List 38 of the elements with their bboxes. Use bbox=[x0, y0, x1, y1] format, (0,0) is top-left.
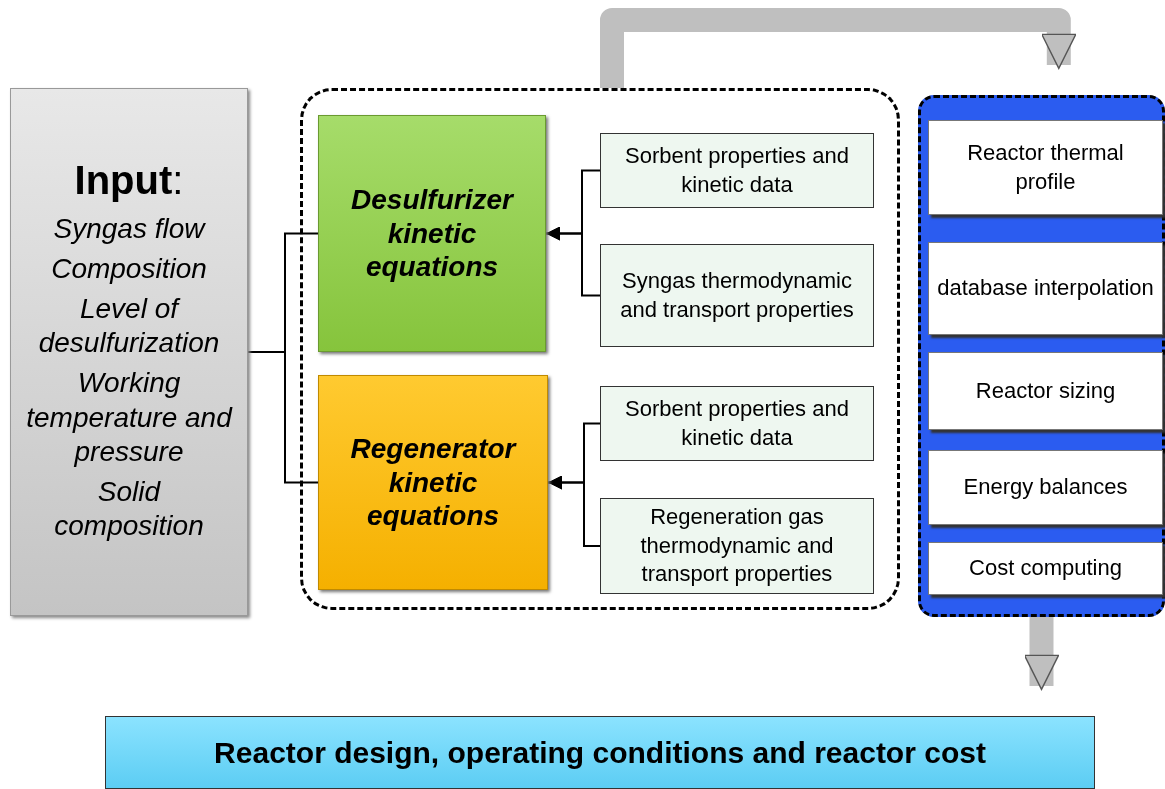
box-label: Regeneration gas thermodynamic and transport properties bbox=[639, 503, 835, 589]
box-label: Reactor sizing bbox=[974, 376, 1117, 405]
result-box bbox=[105, 716, 1095, 789]
box-label: Regenerator kinetic equations bbox=[349, 432, 518, 533]
connector-line bbox=[545, 226, 601, 297]
input-item: Syngas flow bbox=[53, 211, 205, 246]
step-box bbox=[928, 120, 1163, 215]
step-box bbox=[928, 542, 1163, 595]
process-box bbox=[318, 115, 546, 352]
step-box bbox=[928, 352, 1163, 430]
data-box bbox=[600, 386, 874, 461]
box-label: database interpolation bbox=[936, 274, 1155, 303]
input-item: Working temperature and pressure bbox=[25, 366, 234, 469]
step-box bbox=[928, 242, 1163, 335]
panel-heading: Input: bbox=[74, 157, 184, 203]
data-box bbox=[600, 133, 874, 208]
box-label: Sorbent properties and kinetic data bbox=[624, 141, 850, 199]
block-arrow bbox=[600, 8, 1077, 88]
dashed-group-frame bbox=[300, 88, 900, 610]
result-text: Reactor design, operating conditions and reactor cost bbox=[213, 735, 987, 771]
data-box bbox=[600, 498, 874, 594]
box-label: Energy balances bbox=[962, 473, 1129, 502]
data-box bbox=[600, 244, 874, 347]
input-item: Solid composition bbox=[53, 474, 205, 544]
dashed-group-frame bbox=[918, 95, 1165, 617]
connector-line bbox=[547, 475, 601, 547]
connector-line bbox=[247, 351, 319, 484]
box-label: Desulfurizer kinetic equations bbox=[350, 183, 515, 284]
input-item: Level of desulfurization bbox=[37, 292, 221, 361]
input-panel bbox=[10, 88, 248, 616]
box-label: Reactor thermal profile bbox=[966, 138, 1125, 196]
box-label: Sorbent properties and kinetic data bbox=[624, 394, 850, 452]
block-arrow bbox=[1023, 617, 1060, 691]
process-box bbox=[318, 375, 548, 590]
step-box bbox=[928, 450, 1163, 525]
box-label: Cost computing bbox=[968, 554, 1123, 583]
input-item: Composition bbox=[51, 251, 207, 286]
box-label: Syngas thermodynamic and transport properties bbox=[619, 266, 855, 324]
